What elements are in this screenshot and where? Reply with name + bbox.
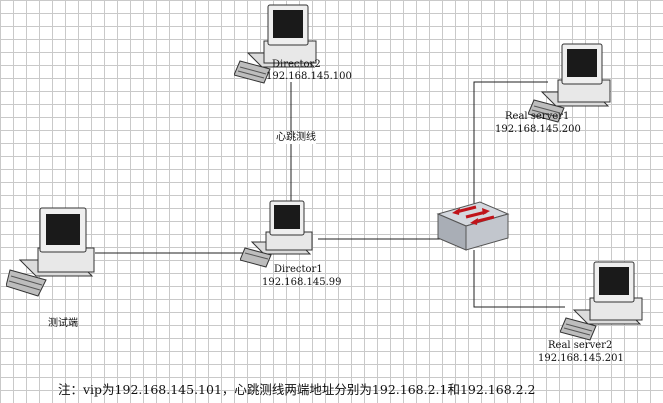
real-server1-computer — [527, 40, 618, 130]
computer-icon — [527, 43, 611, 123]
computer-icon — [5, 207, 95, 297]
test-client-label: 测试端 — [48, 318, 78, 329]
test-client-computer — [5, 204, 101, 304]
real-server1-name: Real server1 — [505, 111, 570, 122]
real-server2-name: Real server2 — [548, 340, 613, 351]
director1-ip: 192.168.145.99 — [262, 277, 342, 288]
director2-ip: 192.168.145.100 — [266, 71, 352, 82]
switch-to-realserver1-link — [473, 81, 548, 206]
real-server1-ip: 192.168.145.200 — [495, 124, 581, 135]
footnote: 注：vip为192.168.145.101，心跳测线两端地址分别为192.168… — [58, 382, 536, 397]
switch-icon — [436, 201, 510, 251]
real-server2-computer — [559, 258, 650, 348]
director2-computer — [233, 1, 324, 91]
switch-to-realserver2-link — [473, 250, 565, 308]
computer-icon — [233, 4, 317, 84]
computer-icon — [559, 261, 643, 341]
real-server2-ip: 192.168.145.201 — [538, 353, 624, 364]
heartbeat-label: 心跳测线 — [276, 132, 316, 144]
network-switch — [436, 196, 512, 258]
director2-name: Director2 — [272, 59, 321, 70]
director1-computer — [239, 198, 322, 274]
director1-name: Director1 — [274, 264, 323, 275]
computer-icon — [239, 200, 313, 268]
